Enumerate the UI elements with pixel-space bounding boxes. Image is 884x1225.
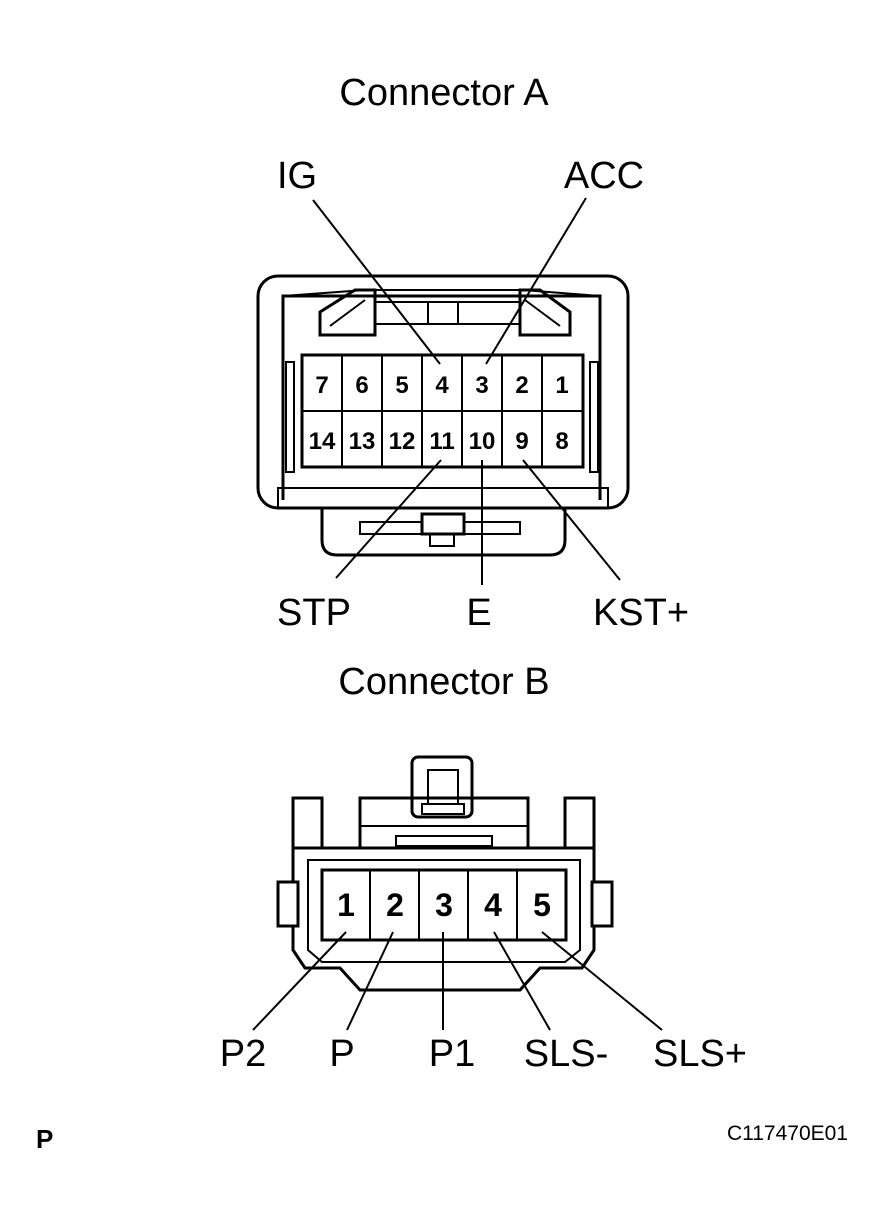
- connector-b-pin: 4: [484, 887, 502, 923]
- signal-label-p: P: [329, 1033, 354, 1075]
- connector-a-pin: 13: [349, 428, 376, 455]
- corner-mark: P: [36, 1124, 53, 1154]
- leader-line-p: [346, 931, 394, 1031]
- connector-a-title: Connector A: [339, 72, 549, 114]
- leader-line-stp: [335, 459, 442, 579]
- connector-a-pin: 2: [515, 372, 528, 399]
- signal-label-ig: IG: [277, 155, 317, 197]
- connector-a-pin: 11: [429, 428, 454, 455]
- signal-label-sls-minus: SLS-: [524, 1033, 608, 1075]
- connector-a-pin: 5: [395, 372, 408, 399]
- connector-b-pin: 5: [533, 887, 551, 923]
- connector-a-pin: 7: [315, 372, 328, 399]
- leader-line-acc: [485, 197, 587, 365]
- connector-a-pin: 1: [555, 372, 568, 399]
- signal-label-kst-plus: KST+: [593, 592, 689, 634]
- signal-label-stp: STP: [277, 592, 351, 634]
- signal-label-p1: P1: [429, 1033, 475, 1075]
- leader-line-sls-minus: [493, 931, 551, 1031]
- connector-a-pin: 8: [555, 428, 568, 455]
- connector-a-pin: 3: [475, 372, 488, 399]
- connector-a-pin: 9: [515, 428, 528, 455]
- leader-line-ig: [312, 199, 441, 365]
- connector-b-pin: 3: [435, 887, 453, 923]
- signal-label-p2: P2: [220, 1033, 266, 1075]
- connector-a-pin: 4: [435, 372, 449, 399]
- connector-a-pin: 14: [309, 428, 336, 455]
- connector-b-pin: 2: [386, 887, 404, 923]
- figure-code: C117470E01: [727, 1122, 848, 1145]
- connector-a-body: [256, 274, 630, 557]
- leader-line-p2: [252, 931, 347, 1031]
- connector-a-pin: 12: [389, 428, 416, 455]
- connector-b-title: Connector B: [338, 661, 549, 703]
- signal-label-sls-plus: SLS+: [653, 1033, 747, 1075]
- signal-label-acc: ACC: [564, 155, 644, 197]
- leader-line-kst: [522, 459, 621, 581]
- connector-b-body: [276, 755, 614, 992]
- signal-label-e: E: [466, 592, 491, 634]
- connector-b-pin: 1: [337, 887, 355, 923]
- connector-a-pin: 10: [469, 428, 496, 455]
- connector-a-pin: 6: [355, 372, 368, 399]
- leader-line-sls-plus: [541, 931, 663, 1031]
